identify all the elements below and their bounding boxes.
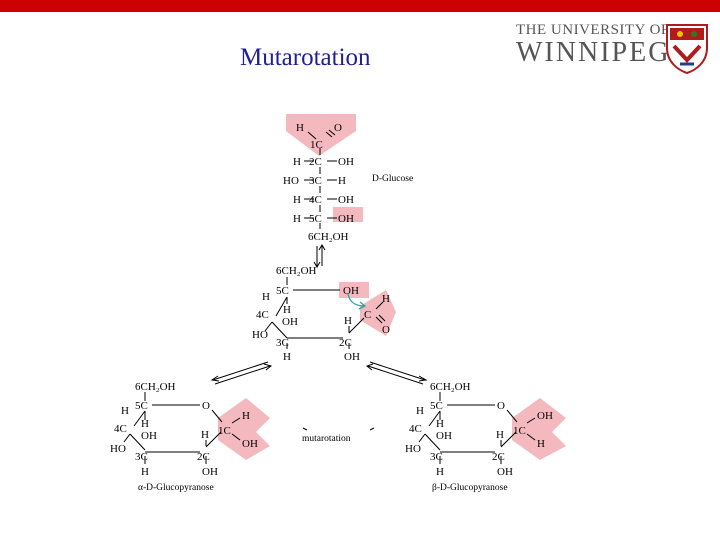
- cyclizing-intermediate: 6CH₂OH 5C OH H 4C H OH HO H C O H 3C H 2…: [252, 265, 396, 363]
- alpha-c4: 4C: [114, 423, 127, 435]
- logo-line-1: THE UNIVERSITY OF: [516, 22, 670, 38]
- beta-ring-o: O: [497, 400, 505, 412]
- int-h4: H: [283, 304, 291, 316]
- beta-ho: HO: [405, 443, 421, 455]
- alpha-h3: H: [141, 466, 149, 478]
- beta-h4: H: [436, 418, 444, 430]
- oc-row4-right: OH: [338, 194, 354, 206]
- int-c3: 3C: [276, 337, 289, 349]
- int-oh4: OH: [282, 316, 298, 328]
- alpha-c5: 5C: [135, 400, 148, 412]
- alpha-c1: 1C: [218, 425, 231, 437]
- beta-c2: 2C: [492, 451, 505, 463]
- beta-oh1: OH: [537, 410, 553, 422]
- int-o1: O: [382, 324, 390, 336]
- oc-c6: 6CH₂OH: [308, 231, 349, 243]
- oc-row2-carbon: 2C: [309, 156, 322, 168]
- alpha-anomeric-highlight: [218, 398, 270, 460]
- mutarotation-process: mutarotation: [302, 427, 375, 444]
- alpha-glucopyranose: 6CH₂OH H 5C O 4C H OH HO 1C H OH H 3C H …: [110, 381, 270, 493]
- crest-icon: [666, 24, 708, 74]
- alpha-oh2: OH: [202, 466, 218, 478]
- alpha-h2: H: [201, 429, 209, 441]
- slide-title: Mutarotation: [240, 44, 371, 71]
- oc-row3-carbon: 3C: [309, 175, 322, 187]
- beta-ch2oh: 6CH₂OH: [430, 381, 471, 393]
- oc-row2-left: H: [293, 156, 301, 168]
- int-c5: 5C: [276, 285, 289, 297]
- oc-row4-left: H: [293, 194, 301, 206]
- int-c2: 2C: [339, 337, 352, 349]
- aldehyde-highlight: [286, 114, 356, 156]
- mutarotation-label: mutarotation: [302, 434, 351, 444]
- oc-row2-right: OH: [338, 156, 354, 168]
- beta-c4: 4C: [409, 423, 422, 435]
- beta-c1: 1C: [513, 425, 526, 437]
- university-logo: THE UNIVERSITY OF WINNIPEG: [516, 22, 711, 74]
- open-chain-glucose: H O 1C H 2C OH HO 3C H H 4C OH H 5C OH 6…: [283, 114, 413, 243]
- beta-name: β-D-Glucopyranose: [432, 483, 508, 493]
- oc-row5-right: OH: [338, 213, 354, 225]
- beta-oh2: OH: [497, 466, 513, 478]
- open-chain-name: D-Glucose: [372, 174, 413, 184]
- beta-h5: H: [416, 405, 424, 417]
- alpha-ring-o: O: [202, 400, 210, 412]
- beta-c5: 5C: [430, 400, 443, 412]
- beta-glucopyranose: 6CH₂OH H 5C O 4C H OH HO 1C OH H H 3C H …: [405, 381, 566, 493]
- int-oh-top: OH: [343, 285, 359, 297]
- intermediate-oh-highlight: [339, 282, 369, 298]
- equilibrium-arrow-left: [210, 361, 273, 385]
- alpha-ch2oh: 6CH₂OH: [135, 381, 176, 393]
- c5-hydroxyl-highlight: [333, 207, 363, 222]
- alpha-name: α-D-Glucopyranose: [138, 483, 214, 493]
- alpha-oh1: OH: [242, 438, 258, 450]
- alpha-h4: H: [141, 418, 149, 430]
- alpha-ho: HO: [110, 443, 126, 455]
- oc-row4-carbon: 4C: [309, 194, 322, 206]
- alpha-h1: H: [242, 410, 250, 422]
- int-c1: C: [364, 309, 371, 321]
- logo-line-2: WINNIPEG: [516, 37, 671, 68]
- beta-h1: H: [537, 438, 545, 450]
- beta-oh4: OH: [436, 430, 452, 442]
- beta-h2: H: [496, 429, 504, 441]
- oc-row3-right: H: [338, 175, 346, 187]
- beta-h3: H: [436, 466, 444, 478]
- int-c4: 4C: [256, 309, 269, 321]
- oc-row5-left: H: [293, 213, 301, 225]
- equilibrium-arrow-vertical: [313, 244, 326, 268]
- alpha-h5: H: [121, 405, 129, 417]
- int-h3: H: [283, 351, 291, 363]
- attack-arrow: [347, 293, 365, 307]
- alpha-oh4: OH: [141, 430, 157, 442]
- int-oh2: OH: [344, 351, 360, 363]
- oc-row5-carbon: 5C: [309, 213, 322, 225]
- alpha-c2: 2C: [197, 451, 210, 463]
- beta-anomeric-highlight: [512, 398, 566, 460]
- oc-c1: 1C: [310, 139, 323, 151]
- top-accent-bar: [0, 0, 720, 12]
- beta-c3: 3C: [430, 451, 443, 463]
- oc-aldehyde-o: O: [334, 122, 342, 134]
- int-ho4: HO: [252, 329, 268, 341]
- oc-aldehyde-h: H: [296, 122, 304, 134]
- equilibrium-arrow-right: [365, 361, 428, 385]
- int-h2: H: [344, 315, 352, 327]
- oc-row3-left: HO: [283, 175, 299, 187]
- int-h1: H: [382, 293, 390, 305]
- intermediate-aldehyde-highlight: [360, 290, 396, 336]
- alpha-c3: 3C: [135, 451, 148, 463]
- int-ch2oh: 6CH₂OH: [276, 265, 317, 277]
- int-h5: H: [262, 291, 270, 303]
